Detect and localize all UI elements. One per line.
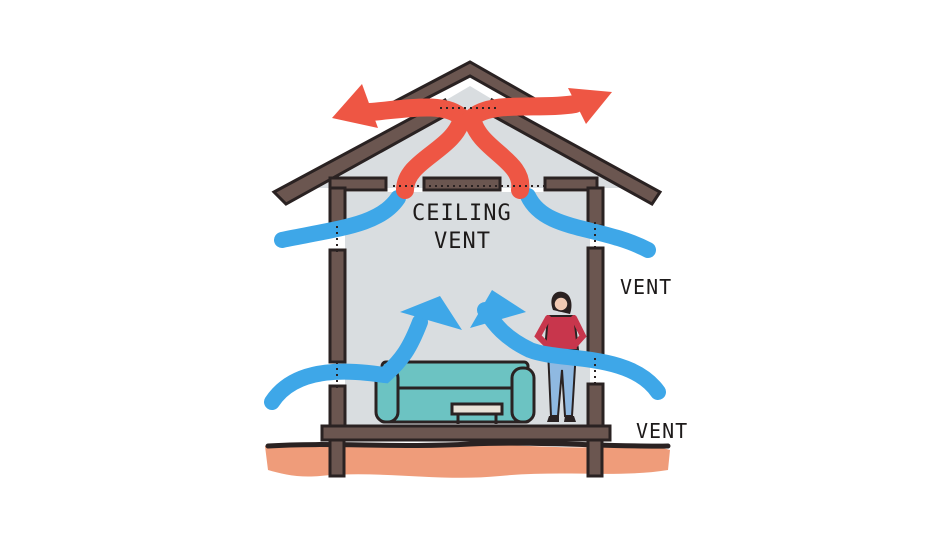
cool-air-upper-left [274, 190, 406, 248]
vent-dots [336, 107, 596, 388]
ground [265, 444, 670, 478]
ceiling-vent-label-line2: VENT [434, 229, 491, 254]
upper-wall-vent-label: VENT [620, 275, 672, 299]
ground-line [265, 440, 671, 449]
cool-air-lower-left [264, 314, 428, 410]
cool-arrowhead-right [470, 290, 526, 328]
left-wall-lower [328, 384, 347, 432]
coffee-table [450, 402, 504, 416]
foundation-left [328, 438, 346, 478]
right-wall-middle [586, 246, 605, 360]
cool-arrowhead-left [400, 296, 462, 330]
hot-air-right-rise [462, 95, 584, 199]
cool-air-lower-right [477, 302, 666, 400]
hot-arrowhead-right [568, 88, 612, 124]
ceiling-right [543, 176, 599, 192]
cool-air-upper-right [520, 188, 656, 258]
ceiling-vent-label-line1: CEILING [412, 201, 512, 226]
lower-wall-vent-label: VENT [636, 419, 688, 443]
cool-air-arrowheads [400, 290, 526, 330]
person-figure [534, 291, 587, 422]
attic-space [296, 86, 640, 188]
hot-air-flow [361, 95, 584, 199]
floor [320, 424, 612, 442]
hot-air-left-rise [361, 98, 472, 199]
left-wall-middle [328, 248, 347, 364]
cool-air-flow [264, 188, 666, 410]
foundation-right [586, 438, 604, 478]
right-wall-lower [586, 382, 605, 432]
hot-air-arrowheads [332, 84, 612, 128]
hot-arrowhead-left [332, 84, 378, 128]
ceiling-middle [422, 176, 502, 192]
right-wall-upper [586, 186, 605, 228]
